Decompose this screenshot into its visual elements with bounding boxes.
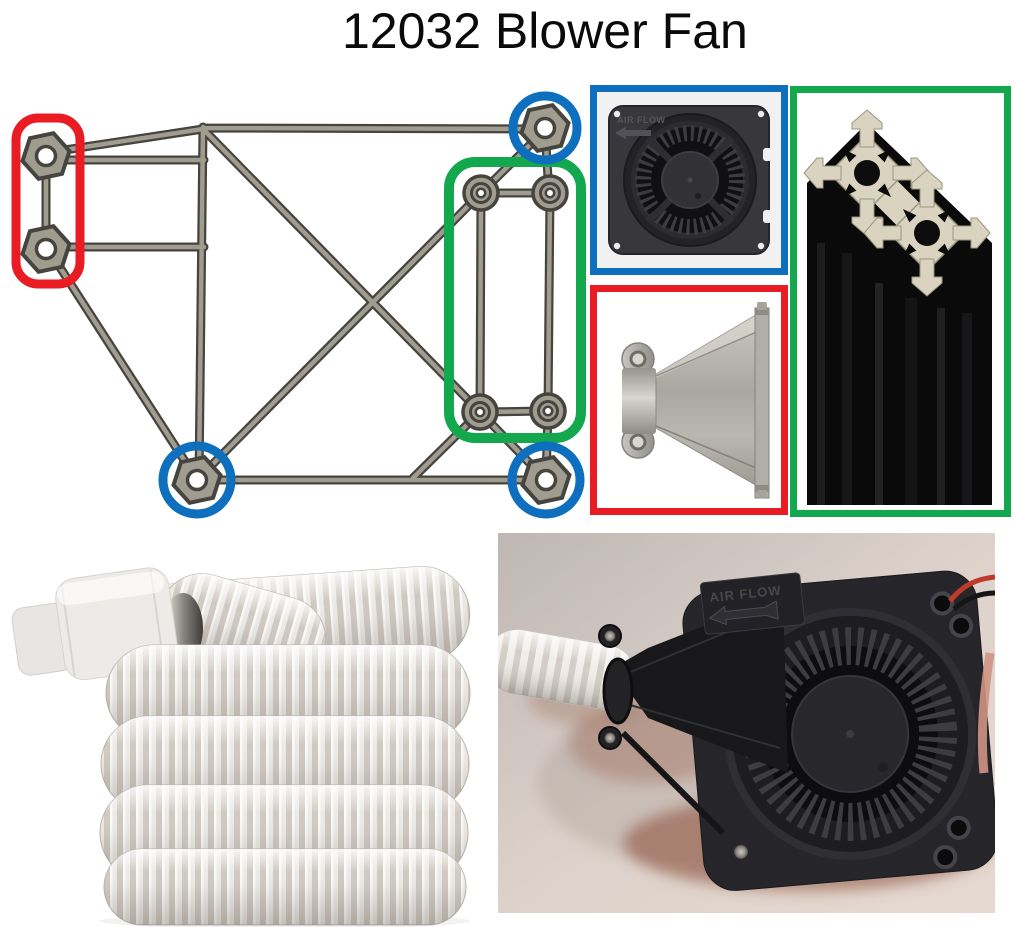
blue-callout-circle-bottom-left [158,441,236,519]
hose-coil-5 [103,848,467,926]
green-callout-box [444,157,586,443]
fan-corner-holes [711,591,974,870]
air-flow-left-arrow-icon [615,126,651,140]
flange-hole-bottom [629,433,647,451]
hose-photo [0,533,492,927]
funnel-adapter-svg [597,292,781,508]
hose-svg [0,533,492,927]
blower-fan-photo: AIR FLOW [590,85,788,275]
air-flow-label-assembled: AIR FLOW [699,572,805,635]
hose-segment [498,629,637,710]
assembled-fan-photo: AIR FLOW [498,533,995,913]
air-flow-label: AIR FLOW [615,115,666,140]
funnel-rim [754,302,770,499]
blower-fan-svg: AIR FLOW [597,92,781,268]
assembled-fan-svg: AIR FLOW [498,533,995,913]
fan-body [682,570,995,891]
flange-hole-top [629,350,647,368]
air-flow-left-arrow-embossed-icon [708,600,779,626]
extrusion-end-face [803,109,991,297]
fan-wires [948,574,995,774]
funnel-adapter-render [590,285,788,515]
blue-callout-circle-top-right [508,91,582,165]
funnel-screw-top [604,630,616,642]
extrusion-svg [797,93,1004,510]
red-callout-box [11,113,85,289]
funnel-neck [622,368,656,434]
frame-diagram-svg [11,91,586,519]
printed-funnel-adapter [598,595,788,836]
figure-title: 12032 Blower Fan [342,3,748,59]
air-flow-text: AIR FLOW [617,115,666,125]
frame-diagram [8,85,590,527]
funnel-screw-bottom [604,732,616,744]
blue-callout-circle-bottom-right [507,441,585,519]
extrusion-flutes [817,243,972,505]
extrusion-photo [790,86,1011,517]
blower-fan-impeller [623,113,757,247]
